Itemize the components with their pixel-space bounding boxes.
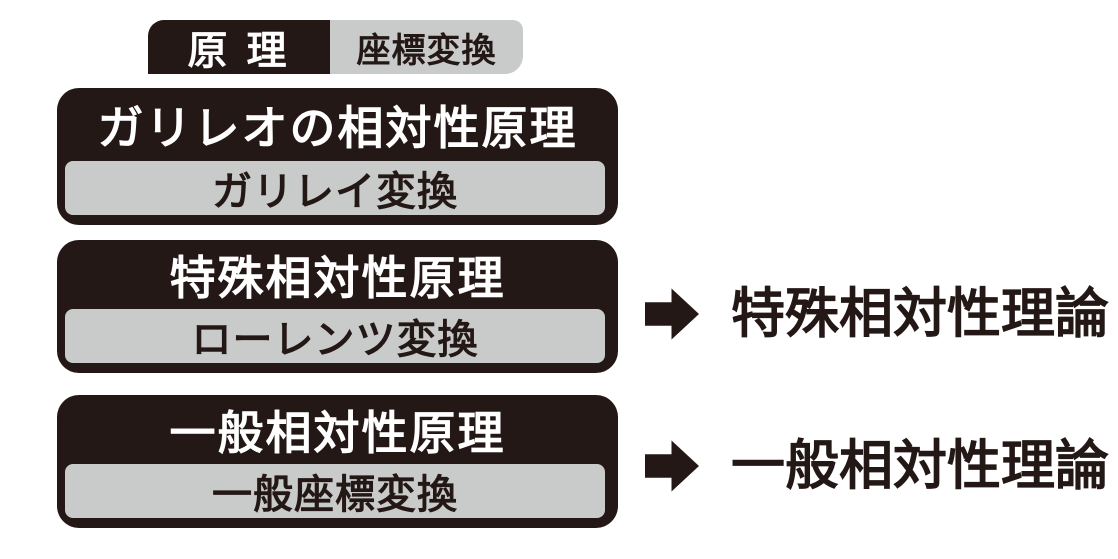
arrow-right-icon [645,440,699,492]
galileo-principle-title: ガリレオの相対性原理 [97,101,578,154]
header-tab-principle: 原 理 [148,20,330,74]
transform-tab-label: 座標変換 [356,31,497,70]
header-tab-coordinate-transform: 座標変換 [330,20,523,74]
theory-general-label: 一般相対性理論 [731,436,1109,496]
principle-box-general: 一般相対性原理 一般座標変換 [57,395,618,528]
galileo-transform-label: ガリレイ変換 [212,170,458,214]
general-transform-band: 一般座標変換 [65,464,605,518]
general-transform-label: 一般座標変換 [212,473,458,517]
theory-special-label: 特殊相対性理論 [731,284,1109,344]
theory-special-group: 特殊相対性理論 [645,286,1109,342]
arrow-right-icon [645,288,699,340]
special-principle-title: 特殊相対性原理 [169,251,506,304]
galileo-transform-band: ガリレイ変換 [65,161,605,215]
principle-box-galileo: ガリレオの相対性原理 ガリレイ変換 [57,88,618,225]
principle-tab-label: 原 理 [187,29,291,73]
principle-box-special: 特殊相対性原理 ローレンツ変換 [57,240,618,373]
general-principle-title: 一般相対性原理 [169,406,506,459]
special-transform-band: ローレンツ変換 [65,309,605,363]
special-transform-label: ローレンツ変換 [191,318,479,362]
theory-general-group: 一般相対性理論 [645,438,1109,494]
